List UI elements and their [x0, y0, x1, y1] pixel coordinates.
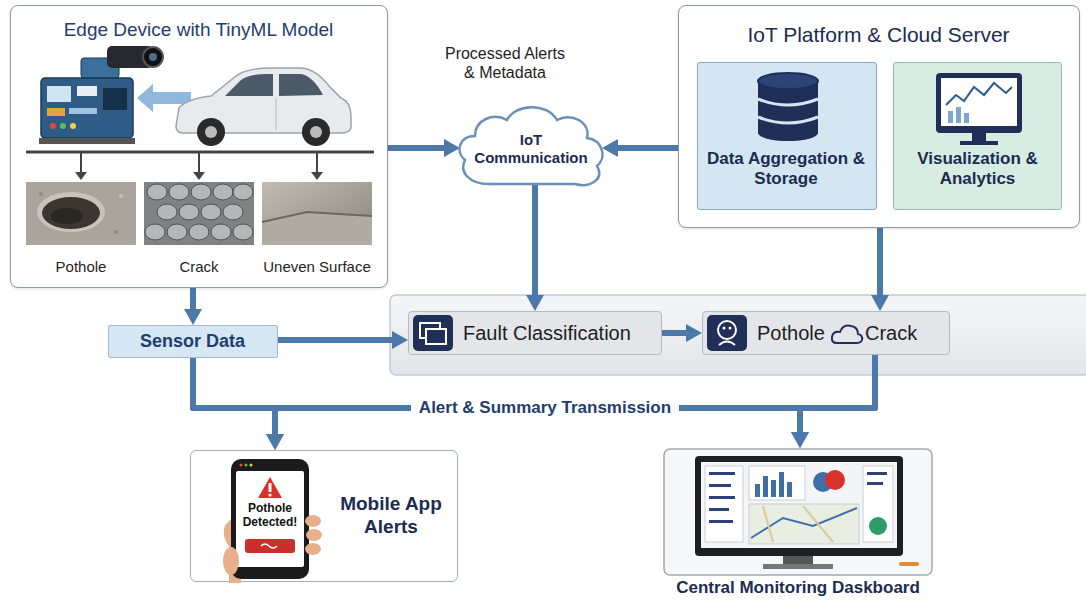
box-label: Pothole [757, 321, 833, 345]
panel-title: Edge Device with TinyML Model [11, 19, 386, 42]
cloud-label: IoT Communication [469, 131, 593, 167]
flow-arrow [662, 330, 690, 336]
tile-caption: Crack [139, 258, 259, 276]
platform-panel: IoT Platform & Cloud ServerData Aggregat… [678, 5, 1080, 228]
dashboard-illustration [663, 448, 933, 600]
box-label: Crack [865, 321, 945, 345]
box-label: Fault Classification [463, 321, 657, 345]
flow-note: Processed Alerts & Metadata [440, 44, 570, 82]
flow-arrow [532, 184, 538, 299]
result-box: Pothole Crack [702, 311, 950, 355]
flow-arrow [614, 145, 678, 151]
panel-title: Mobile App Alerts [329, 493, 453, 539]
flow-arrow [190, 288, 196, 313]
flow-arrow [877, 228, 883, 299]
box-label: Sensor Data [109, 331, 276, 353]
analytics-icon [894, 63, 1063, 211]
tile-caption: Uneven Surface [257, 258, 377, 276]
box-label: Visualization & Analytics [898, 149, 1057, 190]
analytics-box: Visualization & Analytics [893, 62, 1062, 210]
bus-label: Alert & Summary Transmission [411, 398, 679, 418]
flow-arrow [193, 358, 275, 438]
panel-title: Central Monitoring Daskboard [663, 578, 933, 598]
dashboard-panel: Central Monitoring Daskboard [663, 448, 933, 600]
flow-arrow [193, 358, 800, 436]
edge-device-illustration [11, 6, 389, 289]
device-panel: Edge Device with TinyML ModelPotholeCrac… [10, 5, 388, 288]
pothole-tile: Pothole [21, 182, 141, 280]
flow-arrow [275, 355, 875, 438]
screen-text: Pothole Detected! [237, 501, 303, 530]
flow-arrow [388, 145, 448, 151]
tile-caption: Pothole [21, 258, 141, 276]
crack-tile: Crack [139, 182, 259, 280]
box-label: Data Aggregation & Storage [706, 149, 866, 190]
flow-arrow [278, 337, 396, 343]
phone-illustration [191, 451, 459, 583]
sensor-box: Sensor Data [108, 325, 278, 358]
cloud-node: IoT Communication [455, 100, 607, 190]
classification-band [390, 295, 1086, 375]
database-icon [698, 63, 878, 211]
panel-title: IoT Platform & Cloud Server [679, 22, 1078, 47]
storage-box: Data Aggregation & Storage [697, 62, 877, 210]
process-box: Fault Classification [408, 311, 662, 355]
flow-arrow [800, 355, 875, 436]
mobile-panel: Pothole Detected! Mobile App Alerts [190, 450, 458, 582]
uneven-tile: Uneven Surface [257, 182, 377, 280]
